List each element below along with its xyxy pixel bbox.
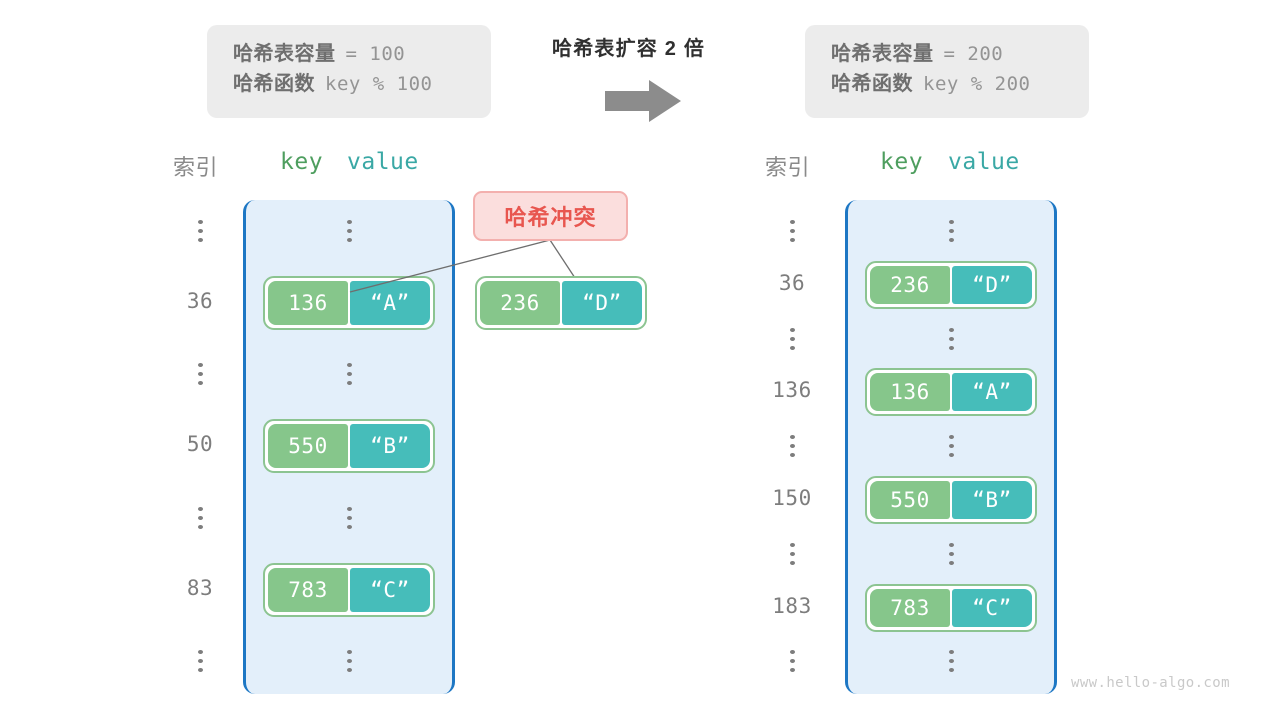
bucket-ellipsis-icon xyxy=(941,435,961,458)
right-capacity-value: = 200 xyxy=(943,43,1004,65)
index-ellipsis-icon xyxy=(757,435,827,458)
index-label: 36 xyxy=(778,270,806,295)
entry-value-cell: “A” xyxy=(952,373,1032,412)
index-ellipsis-icon xyxy=(165,506,235,529)
collision-orphan-pair: 236 “D” xyxy=(475,276,647,330)
right-arrow-icon xyxy=(605,80,681,122)
bucket-ellipsis-icon xyxy=(941,542,961,565)
entry-value-cell: “B” xyxy=(350,424,430,469)
entry-value-cell: “C” xyxy=(952,588,1032,627)
bucket-ellipsis-icon xyxy=(941,650,961,673)
left-function-line: 哈希函数 key % 100 xyxy=(233,69,465,99)
entry-value-cell: “A” xyxy=(350,280,430,325)
entry-key-cell: 783 xyxy=(870,588,950,627)
left-info-box: 哈希表容量 = 100 哈希函数 key % 100 xyxy=(207,25,491,118)
entry-value-cell: “B” xyxy=(952,481,1032,519)
entry-value-cell: “C” xyxy=(350,567,430,612)
right-header-value: value xyxy=(948,149,1020,175)
index-ellipsis-icon xyxy=(757,327,827,350)
right-header-index: 索引 xyxy=(765,155,811,180)
bucket-ellipsis-icon xyxy=(339,363,359,386)
index-ellipsis-icon xyxy=(757,650,827,673)
left-function-label: 哈希函数 xyxy=(233,73,315,96)
entry-key-cell: 550 xyxy=(268,424,348,469)
collision-orphan-value: “D” xyxy=(562,281,642,325)
bucket-ellipsis-icon xyxy=(941,327,961,350)
left-capacity-line: 哈希表容量 = 100 xyxy=(233,39,465,69)
left-header-index: 索引 xyxy=(173,155,219,180)
bucket-entry-pair: 136“A” xyxy=(865,368,1037,417)
bucket-entry-pair: 550“B” xyxy=(263,419,435,474)
index-ellipsis-icon xyxy=(757,542,827,565)
right-function-value: key % 200 xyxy=(923,73,1031,96)
bucket-ellipsis-icon xyxy=(339,506,359,529)
bucket-entry-pair: 236“D” xyxy=(865,260,1037,309)
collision-orphan-key: 236 xyxy=(480,281,560,325)
index-ellipsis-icon xyxy=(757,220,827,242)
entry-key-cell: 136 xyxy=(268,280,348,325)
right-header-key: key xyxy=(880,149,924,175)
right-function-line: 哈希函数 key % 200 xyxy=(831,69,1063,99)
index-label: 36 xyxy=(186,288,214,313)
left-header-value: value xyxy=(347,149,419,175)
left-capacity-label: 哈希表容量 xyxy=(233,43,336,65)
site-watermark: www.hello-algo.com xyxy=(1071,675,1230,691)
left-header-key: key xyxy=(280,149,324,175)
left-capacity-value: = 100 xyxy=(345,43,406,65)
right-capacity-line: 哈希表容量 = 200 xyxy=(831,39,1063,69)
right-capacity-label: 哈希表容量 xyxy=(831,43,934,65)
entry-key-cell: 136 xyxy=(870,373,950,412)
bucket-entry-pair: 550“B” xyxy=(865,476,1037,524)
index-ellipsis-icon xyxy=(165,363,235,386)
bucket-ellipsis-icon xyxy=(339,650,359,673)
bucket-entry-pair: 136“A” xyxy=(263,275,435,330)
entry-key-cell: 550 xyxy=(870,481,950,519)
left-function-value: key % 100 xyxy=(325,73,433,96)
bucket-ellipsis-icon xyxy=(941,220,961,242)
index-label: 183 xyxy=(772,593,812,618)
entry-value-cell: “D” xyxy=(952,265,1032,304)
index-label: 83 xyxy=(186,575,214,600)
index-ellipsis-icon xyxy=(165,650,235,673)
right-info-box: 哈希表容量 = 200 哈希函数 key % 200 xyxy=(805,25,1089,118)
index-label: 136 xyxy=(772,378,812,403)
right-function-label: 哈希函数 xyxy=(831,73,913,96)
expansion-title: 哈希表扩容 2 倍 xyxy=(552,38,706,60)
index-label: 150 xyxy=(772,486,812,510)
collision-badge: 哈希冲突 xyxy=(473,191,628,241)
index-label: 50 xyxy=(186,432,214,457)
entry-key-cell: 783 xyxy=(268,567,348,612)
bucket-entry-pair: 783“C” xyxy=(263,562,435,617)
index-ellipsis-icon xyxy=(165,220,235,242)
bucket-entry-pair: 783“C” xyxy=(865,583,1037,632)
bucket-ellipsis-icon xyxy=(339,220,359,242)
entry-key-cell: 236 xyxy=(870,265,950,304)
